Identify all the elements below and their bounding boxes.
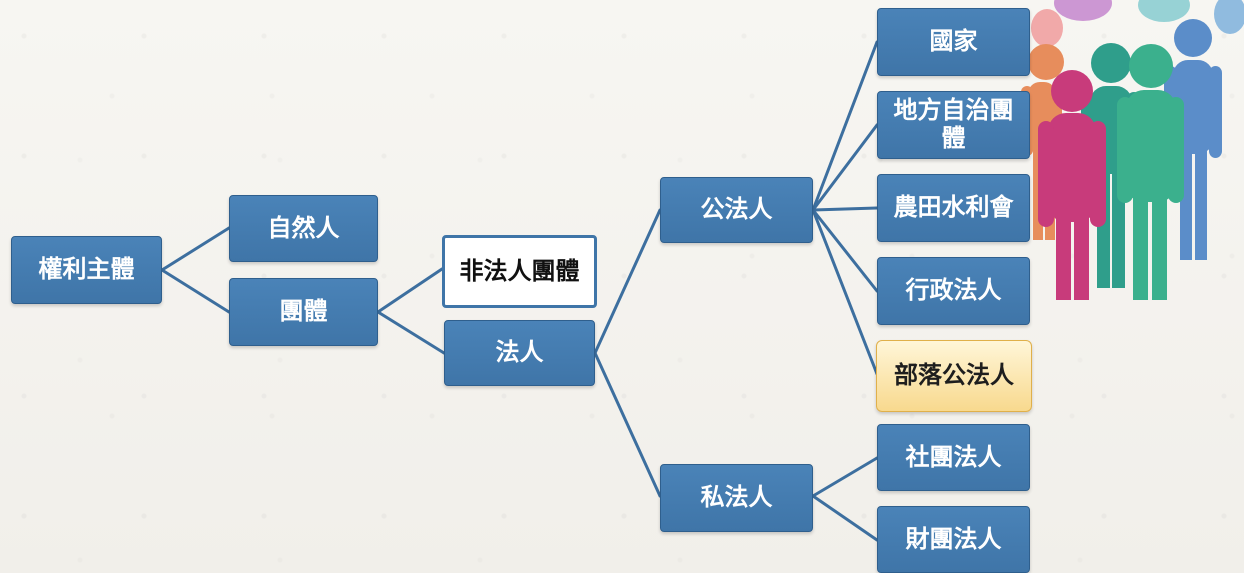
connector-public-tribal: [811, 208, 879, 376]
node-private-juristic-person-label: 私法人: [700, 483, 773, 512]
node-group-label: 團體: [279, 297, 328, 326]
connector-root-natural-person: [160, 226, 231, 272]
node-state: 國家: [877, 8, 1030, 76]
node-public-juristic-person-label: 公法人: [700, 195, 773, 224]
node-foundation-juristic-person: 財團法人: [877, 506, 1030, 573]
connector-private-association: [811, 456, 879, 498]
node-juristic-person-label: 法人: [495, 338, 544, 367]
connector-juristic-public: [593, 208, 662, 355]
connector-group-juristic: [376, 310, 446, 355]
connector-public-irrigation: [811, 206, 879, 212]
connector-public-state: [811, 40, 879, 212]
node-irrigation-association: 農田水利會: [877, 174, 1030, 242]
node-administrative-juristic-person-label: 行政法人: [905, 276, 1002, 305]
node-association-juristic-person-label: 社團法人: [905, 442, 1002, 471]
node-local-self-government: 地方自治團 體: [877, 91, 1030, 159]
connector-public-local: [811, 123, 879, 212]
node-public-juristic-person: 公法人: [660, 177, 813, 243]
node-root: 權利主體: [11, 236, 162, 304]
connector-private-foundation: [811, 494, 879, 542]
node-root-label: 權利主體: [38, 255, 135, 284]
node-association-juristic-person: 社團法人: [877, 424, 1030, 491]
node-juristic-person: 法人: [444, 320, 595, 386]
connector-root-group: [160, 268, 231, 314]
node-local-self-government-label: 地方自治團 體: [893, 96, 1014, 152]
node-natural-person-label: 自然人: [267, 213, 340, 242]
node-private-juristic-person: 私法人: [660, 464, 813, 532]
connector-juristic-private: [593, 351, 662, 498]
node-tribal-public-juristic-person-label: 部落公法人: [894, 361, 1014, 390]
node-non-juristic-group-label: 非法人團體: [459, 256, 580, 285]
connector-group-non-juristic: [376, 267, 444, 314]
node-non-juristic-group: 非法人團體: [442, 235, 597, 308]
node-foundation-juristic-person-label: 財團法人: [905, 524, 1002, 553]
node-tribal-public-juristic-person: 部落公法人: [876, 340, 1032, 412]
node-irrigation-association-label: 農田水利會: [893, 193, 1014, 222]
node-state-label: 國家: [929, 27, 978, 56]
connector-public-administrative: [811, 208, 879, 293]
node-natural-person: 自然人: [229, 195, 378, 262]
node-group: 團體: [229, 278, 378, 346]
node-administrative-juristic-person: 行政法人: [877, 257, 1030, 325]
